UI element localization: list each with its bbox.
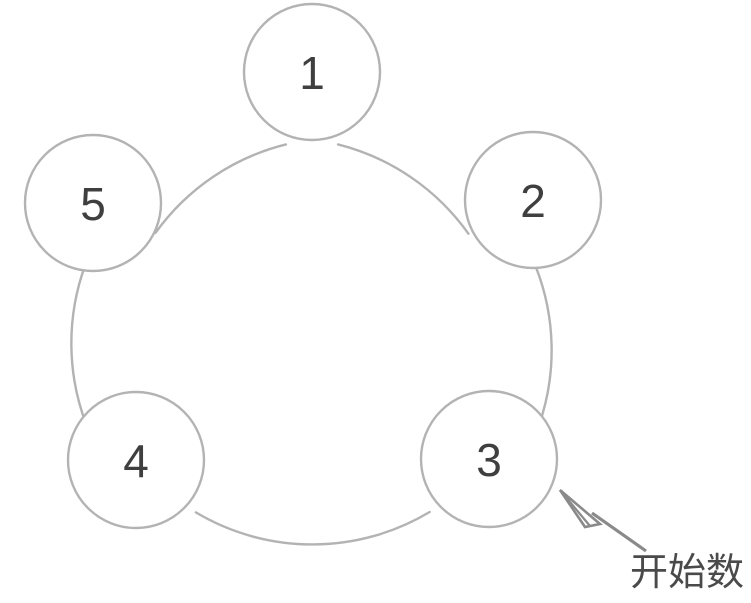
edge-4-5 <box>70 264 88 426</box>
node-4-circle[interactable] <box>66 390 206 530</box>
node-2[interactable]: 2 <box>463 130 603 270</box>
nodes: 1 2 3 4 5 <box>23 2 603 530</box>
annotation-arrow <box>558 489 647 553</box>
node-1[interactable]: 1 <box>242 2 382 142</box>
ring-connections <box>70 143 553 546</box>
node-5[interactable]: 5 <box>23 133 163 273</box>
node-5-circle[interactable] <box>23 133 163 273</box>
arrow-shaft <box>591 511 647 553</box>
node-2-label: 2 <box>520 175 546 227</box>
edge-5-1 <box>154 143 288 235</box>
arrow-head-icon <box>558 489 603 529</box>
node-2-circle[interactable] <box>463 130 603 270</box>
arrow-head-inner-line <box>559 489 591 527</box>
annotation-label: 开始数 <box>630 550 745 594</box>
node-5-label: 5 <box>80 178 106 230</box>
node-4-label: 4 <box>123 435 149 487</box>
node-3-label: 3 <box>476 434 502 486</box>
node-1-label: 1 <box>299 47 325 99</box>
node-4[interactable]: 4 <box>66 390 206 530</box>
node-3[interactable]: 3 <box>419 389 559 529</box>
node-3-circle[interactable] <box>419 389 559 529</box>
edge-2-3 <box>534 265 553 427</box>
node-1-circle[interactable] <box>242 2 382 142</box>
edge-1-2 <box>336 143 470 235</box>
edge-3-4 <box>194 510 431 546</box>
